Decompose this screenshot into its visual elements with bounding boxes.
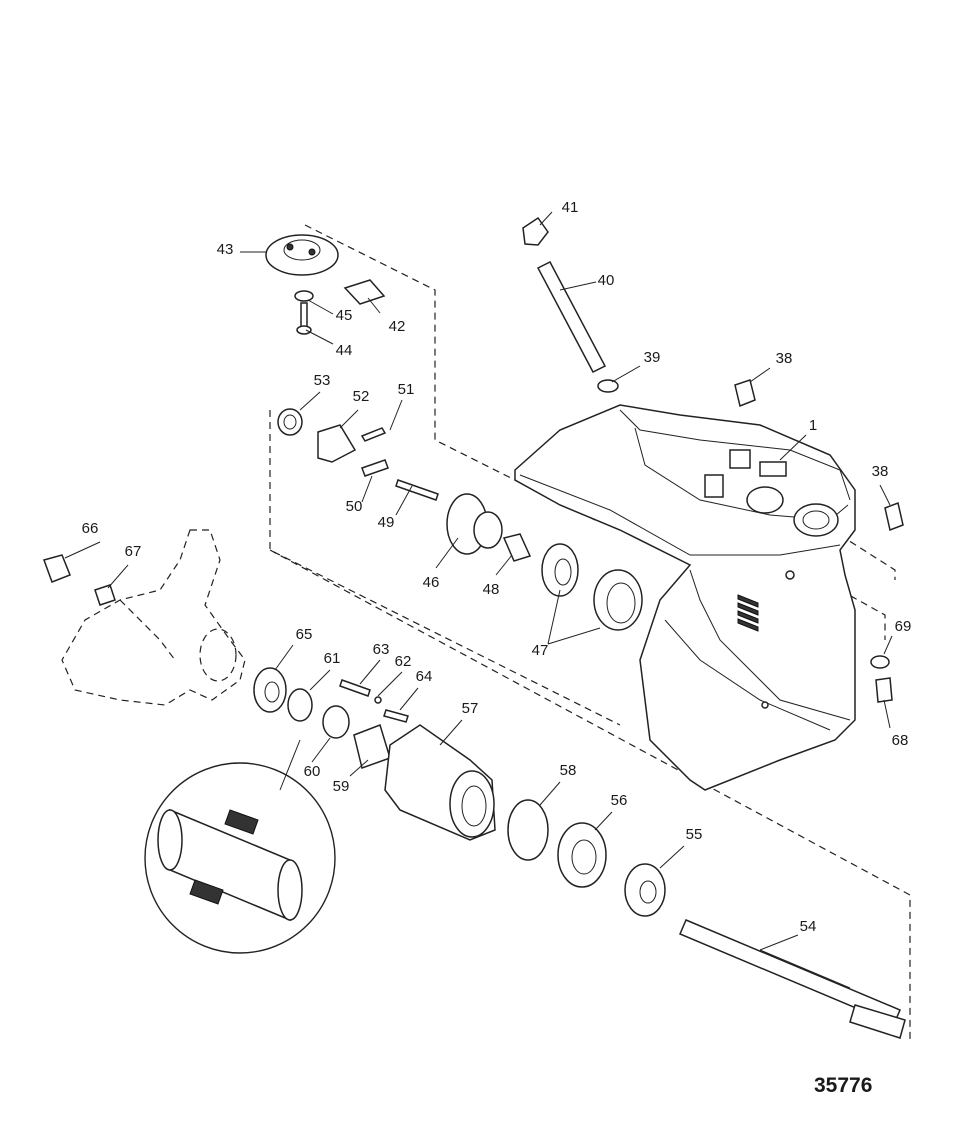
callout-68: 68 (892, 732, 909, 749)
callout-64: 64 (416, 668, 433, 685)
callout-39: 39 (644, 349, 661, 366)
callout-38-upper: 38 (776, 350, 793, 367)
callout-54: 54 (800, 918, 817, 935)
callout-50: 50 (346, 498, 363, 515)
callout-38-lower: 38 (872, 463, 889, 480)
callout-60: 60 (304, 763, 321, 780)
callout-58: 58 (560, 762, 577, 779)
callout-45: 45 (336, 307, 353, 324)
forward-gear-assembly (446, 493, 643, 631)
callout-46: 46 (423, 574, 440, 591)
callout-56: 56 (611, 792, 628, 809)
propeller-assembly (43, 529, 893, 706)
callout-55: 55 (686, 826, 703, 843)
callout-69: 69 (895, 618, 912, 635)
gear-housing (514, 404, 856, 791)
callout-labels: 41 40 39 38 1 38 43 45 42 44 53 52 51 50… (82, 199, 912, 935)
studs (734, 379, 904, 532)
callout-47: 47 (532, 642, 549, 659)
callout-52: 52 (353, 388, 370, 405)
callout-41: 41 (562, 199, 579, 216)
callout-53: 53 (314, 372, 331, 389)
callout-42: 42 (389, 318, 406, 335)
leader-lines (64, 211, 893, 951)
water-tube-assembly (522, 216, 619, 393)
callout-67: 67 (125, 543, 142, 560)
bearing-carrier-assembly (253, 667, 607, 888)
callout-65: 65 (296, 626, 313, 643)
trim-tab-assembly (265, 234, 386, 335)
shift-parts (277, 408, 439, 501)
callout-62: 62 (395, 653, 412, 670)
callout-48: 48 (483, 581, 500, 598)
callout-51: 51 (398, 381, 415, 398)
callout-63: 63 (373, 641, 390, 658)
callout-66: 66 (82, 520, 99, 537)
callout-1: 1 (809, 417, 817, 434)
detail-inset (144, 739, 336, 954)
callout-57: 57 (462, 700, 479, 717)
callout-49: 49 (378, 514, 395, 531)
callout-43: 43 (217, 241, 234, 258)
callout-44: 44 (336, 342, 353, 359)
figure-number: 35776 (814, 1074, 872, 1097)
propeller-shaft-assembly (624, 863, 906, 1039)
callout-59: 59 (333, 778, 350, 795)
callout-40: 40 (598, 272, 615, 289)
callout-61: 61 (324, 650, 341, 667)
